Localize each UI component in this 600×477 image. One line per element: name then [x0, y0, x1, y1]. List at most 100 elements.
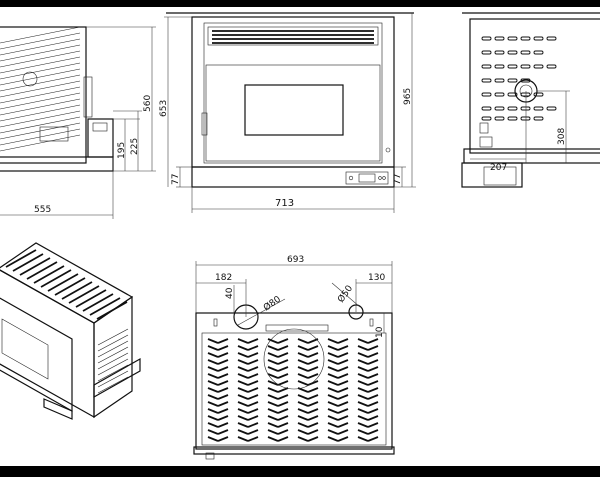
side-view-duct-box — [87, 118, 114, 158]
top-hatch-line — [367, 422, 379, 428]
top-hatch-line — [327, 345, 339, 351]
iso-side-hatch-line — [97, 352, 129, 370]
rear-vent-slot — [481, 64, 492, 69]
top-hatch-line — [217, 352, 229, 358]
top-hatch-line — [277, 394, 289, 400]
dim-top-outlet-diameter: Ø50 — [335, 283, 355, 305]
top-hatch-line — [297, 338, 309, 344]
top-hatch-line — [217, 422, 229, 428]
top-hatch-line — [297, 366, 309, 372]
top-hatch-line — [367, 436, 379, 442]
rear-vent-slot — [533, 116, 544, 121]
top-hatch-line — [247, 359, 259, 365]
top-view: 693 182 130 40 Ø80 Ø50 10 — [193, 255, 395, 460]
top-hatch-line — [337, 366, 349, 372]
top-hatch-line — [307, 422, 319, 428]
top-hatch-line — [277, 366, 289, 372]
top-hatch-line — [267, 436, 279, 442]
top-hatch-line — [297, 408, 309, 414]
iso-side-hatch-line — [97, 346, 129, 364]
top-hatch-line — [367, 345, 379, 351]
rear-vent-slot — [494, 92, 505, 97]
iso-side-hatch-line — [97, 370, 129, 388]
top-view-fan-outline — [263, 328, 325, 390]
front-view-base — [191, 166, 395, 188]
top-hatch-line — [277, 429, 289, 435]
top-hatch-line — [357, 352, 369, 358]
top-hatch-line — [217, 359, 229, 365]
top-hatch-line — [367, 429, 379, 435]
top-hatch-line — [277, 415, 289, 421]
rear-vent-slot — [520, 36, 531, 41]
top-hatch-line — [327, 373, 339, 379]
top-hatch-line — [277, 338, 289, 344]
dim-rear-duct-height: 308 — [557, 128, 567, 145]
side-hatch-line — [0, 32, 81, 50]
top-hatch-line — [367, 373, 379, 379]
top-hatch-line — [267, 380, 279, 386]
top-view-body — [195, 312, 393, 450]
top-hatch-line — [217, 401, 229, 407]
top-hatch-line — [307, 373, 319, 379]
top-hatch-line — [307, 415, 319, 421]
top-view-mark-left — [213, 318, 218, 327]
top-hatch-line — [327, 380, 339, 386]
iso-hatch-line — [61, 281, 93, 300]
top-hatch-line — [247, 401, 259, 407]
top-hatch-line — [307, 345, 319, 351]
top-hatch-line — [247, 338, 259, 344]
top-hatch-line — [237, 436, 249, 442]
top-hatch-line — [207, 345, 219, 351]
rear-view: 207 308 — [461, 12, 600, 188]
top-hatch-line — [217, 338, 229, 344]
rear-vent-slot — [533, 64, 544, 69]
top-hatch-line — [307, 359, 319, 365]
top-hatch-line — [217, 345, 229, 351]
top-hatch-line — [367, 352, 379, 358]
side-hatch-line — [0, 80, 81, 98]
top-hatch-line — [337, 345, 349, 351]
rear-vent-slot — [507, 116, 518, 121]
top-hatch-line — [207, 436, 219, 442]
rear-vent-slot — [520, 50, 531, 55]
top-hatch-line — [327, 387, 339, 393]
top-view-mark-right — [369, 318, 374, 327]
top-hatch-line — [297, 394, 309, 400]
side-hatch-line — [0, 110, 81, 128]
iso-glass — [1, 318, 49, 380]
top-hatch-line — [327, 436, 339, 442]
top-hatch-line — [277, 352, 289, 358]
top-hatch-line — [307, 408, 319, 414]
iso-base-tray — [93, 357, 141, 399]
front-view-grille — [212, 30, 374, 44]
rear-vent-slot — [507, 50, 518, 55]
top-hatch-line — [237, 408, 249, 414]
rear-vent-slot — [481, 36, 492, 41]
rear-view-foot — [483, 166, 517, 186]
top-hatch-line — [337, 359, 349, 365]
iso-hatch-line — [33, 265, 65, 284]
top-hatch-line — [337, 338, 349, 344]
top-hatch-line — [267, 408, 279, 414]
top-hatch-line — [337, 394, 349, 400]
iso-hatch-line — [47, 273, 79, 292]
side-hatch-line — [0, 98, 81, 116]
iso-foot — [43, 398, 73, 420]
top-hatch-line — [367, 359, 379, 365]
top-hatch-line — [217, 429, 229, 435]
dim-side-offset-b: 225 — [130, 138, 140, 155]
front-view-inner-frame — [203, 22, 383, 164]
top-hatch-line — [297, 352, 309, 358]
side-hatch-line — [0, 38, 81, 56]
iso-side-hatch-line — [97, 340, 129, 358]
dim-front-base-left: 77 — [171, 174, 181, 185]
iso-hatch-line — [89, 297, 121, 316]
front-view-control-panel — [345, 171, 389, 185]
top-hatch-line — [337, 436, 349, 442]
top-hatch-line — [337, 429, 349, 435]
top-hatch-line — [207, 387, 219, 393]
top-hatch-line — [247, 394, 259, 400]
top-hatch-line — [237, 373, 249, 379]
side-view-body — [0, 26, 87, 164]
side-hatch-line — [0, 56, 81, 74]
